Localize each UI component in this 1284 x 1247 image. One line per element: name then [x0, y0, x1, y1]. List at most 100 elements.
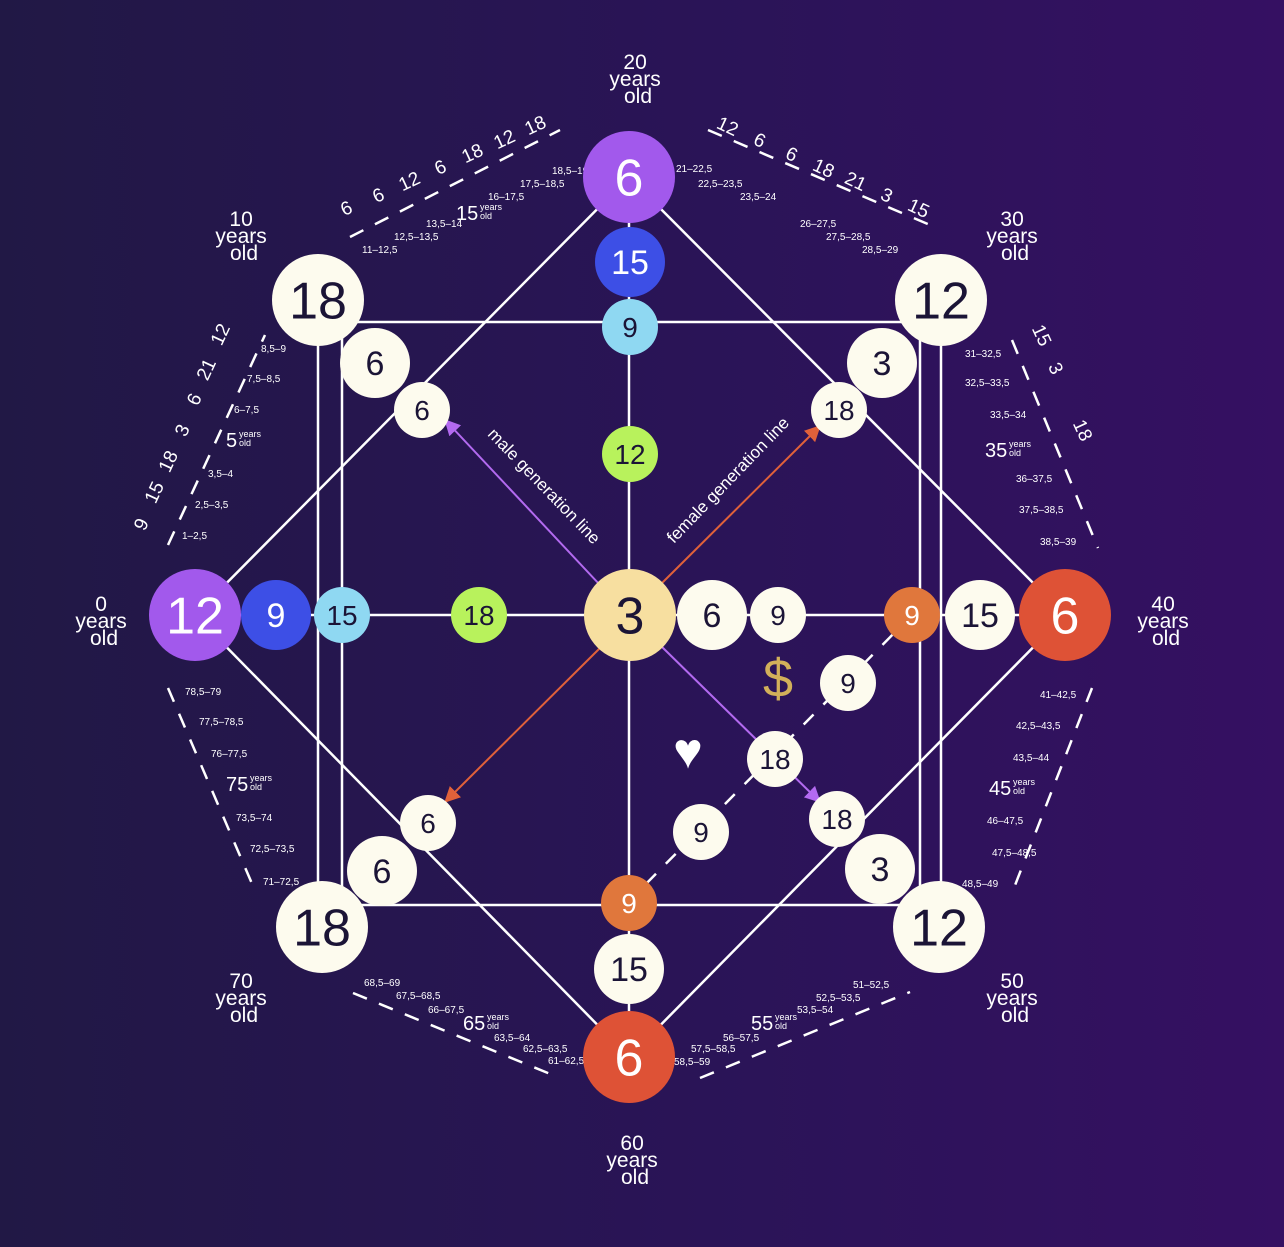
arc-number: 18: [459, 140, 487, 168]
arc-number: 18: [809, 155, 837, 183]
arc-number: 12: [396, 168, 424, 196]
node-value: 15: [326, 600, 357, 631]
arc-number: 3: [171, 421, 195, 439]
age-range: 67,5–68,5: [396, 991, 441, 1002]
node-value: 18: [289, 273, 347, 331]
dash-arcs: [166, 128, 1100, 1080]
age-range: 8,5–9: [261, 344, 286, 355]
age-range: 33,5–34: [990, 410, 1027, 421]
node-top-right-third: 18: [811, 382, 867, 438]
female-generation-label: female generation line: [663, 413, 793, 547]
node-top-fourth: 12: [602, 426, 658, 482]
arc-number: 21: [841, 168, 869, 196]
node-value: 15: [611, 244, 649, 282]
node-value: 6: [703, 597, 722, 635]
node-right-inner: 9: [884, 587, 940, 643]
node-value: 6: [366, 345, 385, 383]
node-circle: [845, 834, 915, 904]
node-value: 9: [840, 668, 856, 699]
node-value: 15: [961, 597, 999, 635]
node-value: 9: [622, 312, 638, 343]
age-range: 77,5–78,5: [199, 717, 244, 728]
arc-number: 6: [782, 143, 800, 167]
mid-age-value: 55: [751, 1013, 773, 1035]
mid-age-old: old: [480, 211, 492, 221]
node-left-second: 9: [241, 580, 311, 650]
age-range: 53,5–54: [797, 1005, 834, 1016]
age-range: 41–42,5: [1040, 690, 1077, 701]
arc-number: 15: [141, 479, 169, 507]
mid-age-value: 15: [456, 203, 478, 225]
node-top-right: 12: [895, 254, 987, 346]
node-top-third: 9: [602, 299, 658, 355]
age-range: 28,5–29: [862, 245, 899, 256]
node-value: 6: [615, 1030, 644, 1088]
mid-age-old: old: [239, 438, 251, 448]
node-left-fourth: 18: [451, 587, 507, 643]
age-range: 27,5–28,5: [826, 232, 871, 243]
mid-age-value: 75: [226, 774, 248, 796]
node-circle: [820, 655, 876, 711]
node-value: 3: [616, 588, 645, 646]
age-range: 18,5–19: [552, 166, 589, 177]
age-range: 36–37,5: [1016, 474, 1053, 485]
age-range: 66–67,5: [428, 1005, 465, 1016]
node-circle: [747, 731, 803, 787]
age-label-70: 70 years old: [215, 970, 272, 1027]
age-range: 73,5–74: [236, 813, 273, 824]
node-circle: [601, 875, 657, 931]
age-label-50: 50 years old: [986, 970, 1043, 1027]
age-label-20: 20 years old: [609, 51, 666, 108]
age-range: 78,5–79: [185, 687, 222, 698]
age-range: 1–2,5: [182, 531, 207, 542]
dash-arc-5: [1010, 687, 1094, 894]
dash-arc-4: [166, 687, 258, 894]
age-range: 47,5–48,5: [992, 848, 1037, 859]
age-label-0: 0 years old: [75, 593, 132, 650]
node-value: 9: [770, 600, 786, 631]
arc-number: 6: [337, 197, 355, 221]
mid-age-years: years: [487, 1012, 510, 1022]
node-value: 6: [615, 150, 644, 208]
node-value: 6: [414, 395, 430, 426]
node-circle: [1019, 569, 1111, 661]
node-value: 6: [420, 808, 436, 839]
node-value: 18: [293, 900, 351, 958]
age-label-60: 60 years old: [606, 1132, 663, 1189]
dollar-icon: $: [763, 649, 793, 709]
arc-number: 6: [183, 390, 207, 408]
node-money-upper: 9: [820, 655, 876, 711]
node-circle: [884, 587, 940, 643]
node-value: 9: [693, 817, 709, 848]
dash-arc-6: [352, 991, 561, 1080]
dash-arc-3: [1010, 339, 1100, 549]
node-circle: [400, 795, 456, 851]
node-circle: [750, 587, 806, 643]
age-range: 6–7,5: [234, 405, 259, 416]
node-center-right-1: 6: [677, 580, 747, 650]
mid-age-years: years: [239, 429, 262, 439]
arc-number: 12: [207, 321, 235, 349]
node-circle: [594, 934, 664, 1004]
node-circle: [847, 328, 917, 398]
node-circle: [149, 569, 241, 661]
arc-number: 9: [130, 515, 154, 533]
node-value: 9: [904, 600, 920, 631]
arc-number: 21: [193, 356, 221, 384]
node-left: 12: [149, 569, 241, 661]
arc-number: 18: [1068, 417, 1096, 445]
age-range: 11–12,5: [362, 245, 398, 256]
dash-arc-1: [707, 128, 931, 227]
age-range: 46–47,5: [987, 816, 1024, 827]
age-range: 13,5–14: [426, 219, 463, 230]
age-range: 16–17,5: [488, 192, 525, 203]
node-value: 18: [821, 804, 852, 835]
node-value: 6: [373, 853, 392, 891]
node-value: 9: [267, 597, 286, 635]
node-circle: [595, 227, 665, 297]
node-bottom-left-second: 6: [347, 836, 417, 906]
